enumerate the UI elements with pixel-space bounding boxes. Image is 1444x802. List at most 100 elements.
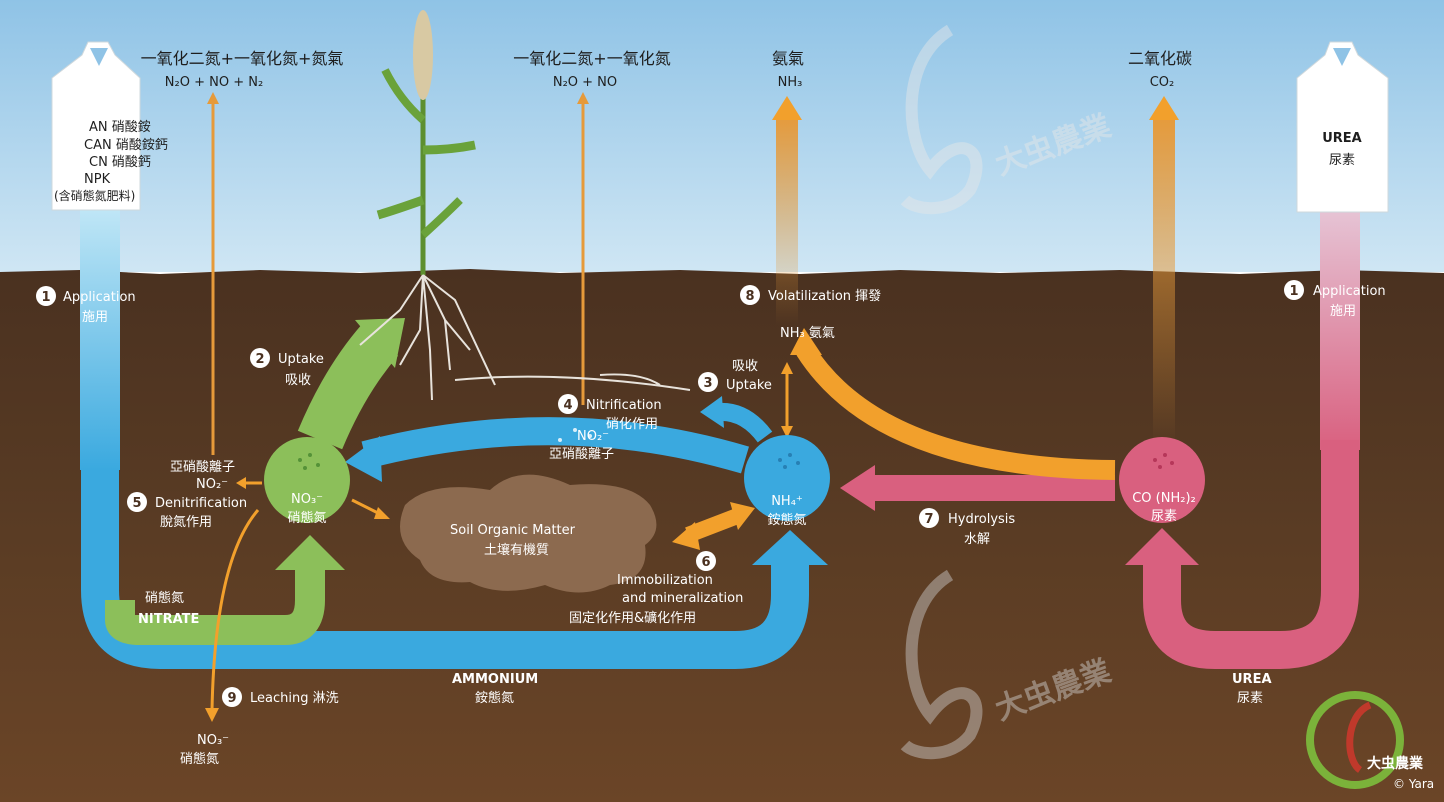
immobilization-label-line2: and mineralization <box>622 591 743 606</box>
step-number-5: 5 <box>132 496 141 511</box>
step-marker-1-left <box>36 286 56 306</box>
fertilizer-bag-left <box>51 41 141 211</box>
step-number-8: 8 <box>745 289 754 304</box>
step-marker-9 <box>222 687 242 707</box>
nitrification-arrow <box>361 417 749 474</box>
step-number-2: 2 <box>255 352 264 367</box>
application-right-stream <box>1320 210 1360 450</box>
application-right-label-zh: 施用 <box>1330 304 1356 319</box>
ammonium-loop-label: AMMONIUM <box>452 672 538 687</box>
leaching-label: Leaching 淋洗 <box>250 691 339 706</box>
application-right-label: Application <box>1313 284 1386 299</box>
denitrification-label: Denitrification <box>155 496 247 511</box>
step-number-7: 7 <box>924 512 933 527</box>
ammonia-chinese-label: 氨氣 <box>772 49 804 68</box>
nitrification-label: Nitrification <box>586 398 662 413</box>
fertilizer-bag-right <box>1296 41 1389 213</box>
soil-organic-matter-label: Soil Organic Matter <box>450 523 576 538</box>
volatilization-column <box>776 115 798 325</box>
urea-to-ammonia-arrow <box>796 344 1116 480</box>
application-left-stream <box>80 210 120 470</box>
gas-middle-formula: N₂O + NO <box>553 75 617 90</box>
co2-chinese-label: 二氧化碳 <box>1128 49 1192 68</box>
step-marker-4 <box>558 394 578 414</box>
soil-organic-matter-blob <box>400 474 657 593</box>
urea-loop-arrowhead <box>1125 528 1199 565</box>
step-marker-1-right <box>1284 280 1304 300</box>
urea-node-formula: CO (NH₂)₂ <box>1132 491 1196 506</box>
nitrate-node-formula: NO₃⁻ <box>291 492 323 507</box>
step-markers <box>36 280 1304 707</box>
nitrite-formula-left: NO₂⁻ <box>196 477 228 492</box>
step-number-3: 3 <box>703 376 712 391</box>
application-left-label: Application <box>63 290 136 305</box>
ammonium-uptake-arrowhead <box>700 396 724 428</box>
urea-loop <box>1143 440 1359 669</box>
leached-nitrate-label-zh: 硝態氮 <box>180 751 219 767</box>
hydrolysis-label: Hydrolysis <box>948 512 1015 527</box>
urea-node <box>1119 437 1205 523</box>
nitrite-formula-middle: NO₂⁻ <box>577 429 609 444</box>
co2-column <box>1153 115 1175 445</box>
uptake-left-label-zh: 吸收 <box>285 373 311 388</box>
ammonium-loop-label-zh: 銨態氮 <box>475 690 514 706</box>
denitrification-arrowhead <box>236 477 246 489</box>
ammonia-formula: NH₃ <box>778 75 803 90</box>
urea-loop-label: UREA <box>1232 672 1272 687</box>
copyright-label: © Yara <box>1393 777 1434 791</box>
nitrate-to-som-arrowhead <box>374 507 390 519</box>
nitrate-loop-label-zh: 硝態氮 <box>145 590 184 606</box>
leached-nitrate-formula: NO₃⁻ <box>197 733 229 748</box>
step-number-1-left: 1 <box>41 290 50 305</box>
bag-left-line-an: AN 硝酸銨 <box>89 120 151 135</box>
uptake-right-label-zh: 吸收 <box>732 359 758 374</box>
co2-arrowhead <box>1149 96 1179 120</box>
nitrite-label-left-zh: 亞硝酸離子 <box>170 460 235 475</box>
volatilization-arrowhead <box>772 96 802 120</box>
gas-left-chinese-label: 一氧化二氮+一氧化氮+氮氣 <box>141 49 344 68</box>
sky <box>0 0 1444 272</box>
nitrate-node-label-zh: 硝態氮 <box>287 510 326 526</box>
ammonium-node-formula: NH₄⁺ <box>771 494 803 509</box>
ammonium-loop-arrowhead <box>752 530 828 565</box>
step-marker-7 <box>919 508 939 528</box>
bag-right-line-urea-zh: 尿素 <box>1329 153 1355 168</box>
nitrate-loop <box>105 570 325 645</box>
urea-node-label-zh: 尿素 <box>1151 509 1177 524</box>
hydrolysis-arrowhead <box>840 465 875 511</box>
soil <box>0 269 1444 802</box>
step-marker-6 <box>696 551 716 571</box>
application-left-label-zh: 施用 <box>82 310 108 325</box>
ammonium-node <box>744 435 830 521</box>
step-number-6: 6 <box>701 555 710 570</box>
gas-left-formula: N₂O + NO + N₂ <box>165 75 263 90</box>
immobilization-label-zh: 固定化作用&礦化作用 <box>569 610 696 626</box>
volatilization-label: Volatilization 揮發 <box>768 289 881 304</box>
gas-middle-chinese-label: 一氧化二氮+一氧化氮 <box>513 49 670 68</box>
ammonium-loop <box>81 210 809 669</box>
step-marker-2 <box>250 348 270 368</box>
leaching-arrowhead <box>205 708 219 722</box>
denitrification-label-zh: 脫氮作用 <box>160 515 212 530</box>
ammonia-node-label: NH₃ 氨氣 <box>780 326 835 341</box>
co2-formula: CO₂ <box>1150 75 1175 90</box>
nitrate-uptake-arrow <box>297 324 399 450</box>
step-marker-8 <box>740 285 760 305</box>
bag-left-line-cn: CN 硝酸鈣 <box>89 155 151 170</box>
immobilization-label-line1: Immobilization <box>617 573 713 588</box>
urea-to-ammonia-arrowhead <box>790 328 822 355</box>
soil-organic-matter-label-zh: 土壤有機質 <box>484 542 549 558</box>
bag-left-line-note: (含硝態氮肥料) <box>54 188 135 203</box>
step-marker-5 <box>127 492 147 512</box>
wheat-plant <box>359 10 691 401</box>
nitrate-loop-label: NITRATE <box>138 612 199 627</box>
step-number-1-right: 1 <box>1289 284 1298 299</box>
step-number-9: 9 <box>227 691 236 706</box>
hydrolysis-label-zh: 水解 <box>964 532 990 547</box>
step-number-4: 4 <box>563 398 572 413</box>
bag-left-line-npk: NPK <box>84 172 111 187</box>
brand-logo: 大虫農業 © Yara <box>1306 691 1434 791</box>
uptake-right-label: Uptake <box>726 378 772 393</box>
